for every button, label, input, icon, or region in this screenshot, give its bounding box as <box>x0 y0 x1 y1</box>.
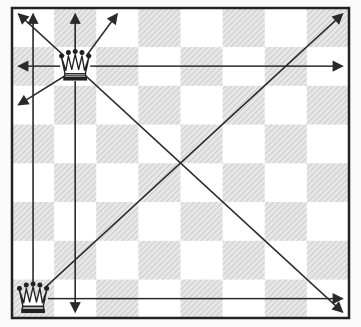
board-square-f5 <box>223 124 265 163</box>
board-square-d3 <box>138 202 180 241</box>
board-square-c8 <box>96 8 138 47</box>
board-square-e6 <box>181 86 223 125</box>
board-square-g8 <box>265 8 307 47</box>
board-square-shade <box>96 124 138 163</box>
board-square-c2 <box>96 241 138 280</box>
board-square-h3 <box>307 202 349 241</box>
board-square-shade <box>265 124 307 163</box>
board-square-shade <box>307 163 349 202</box>
board-square-shade <box>181 202 223 241</box>
board-square-h5 <box>307 124 349 163</box>
board-square-shade <box>138 8 180 47</box>
board-square-e2 <box>181 241 223 280</box>
board-square-shade <box>307 241 349 280</box>
board-square-g6 <box>265 86 307 125</box>
board-square-shade <box>138 241 180 280</box>
board-square-e8 <box>181 8 223 47</box>
board-square-c4 <box>96 163 138 202</box>
board-square-g4 <box>265 163 307 202</box>
board-square-shade <box>223 163 265 202</box>
board-square-shade <box>223 241 265 280</box>
board-square-shade <box>138 86 180 125</box>
board-square-shade <box>307 86 349 125</box>
board-square-shade <box>265 202 307 241</box>
board-square-shade <box>223 8 265 47</box>
